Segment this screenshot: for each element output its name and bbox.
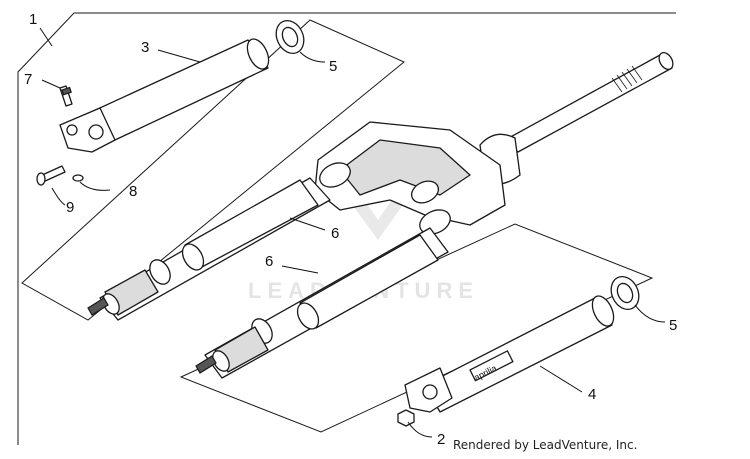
callout-6-upper: 6 bbox=[331, 225, 339, 242]
fork-tube-upper bbox=[87, 177, 331, 321]
callout-4: 4 bbox=[588, 386, 596, 403]
fork-tube-lower bbox=[195, 227, 449, 379]
fork-crown bbox=[314, 121, 506, 235]
fork-slider-upper bbox=[59, 38, 270, 153]
callout-7: 7 bbox=[24, 71, 32, 88]
bolt-7 bbox=[59, 85, 73, 107]
nut-2 bbox=[397, 409, 415, 427]
upper-panel-frame bbox=[21, 19, 405, 321]
callout-2: 2 bbox=[437, 431, 445, 448]
fork-slider-lower: aprilia bbox=[404, 295, 615, 413]
assembly-frame bbox=[17, 12, 676, 445]
seal-ring-lower bbox=[610, 275, 640, 311]
steering-stem bbox=[479, 51, 674, 185]
callout-1: 1 bbox=[29, 11, 37, 28]
callout-8: 8 bbox=[129, 183, 137, 200]
render-credit: Rendered by LeadVenture, Inc. bbox=[453, 438, 638, 452]
callouts: 1 3 5 7 8 9 6 6 5 4 2 bbox=[24, 11, 677, 448]
callout-5-lower: 5 bbox=[669, 317, 677, 334]
callout-5-upper: 5 bbox=[329, 58, 337, 75]
callout-9: 9 bbox=[66, 199, 74, 216]
leader-lines bbox=[41, 49, 666, 438]
seal-ring-upper bbox=[275, 19, 305, 55]
callout-3: 3 bbox=[141, 39, 149, 56]
bolt-9 bbox=[36, 165, 66, 186]
callout-6-lower: 6 bbox=[265, 253, 273, 270]
washer-8 bbox=[72, 174, 84, 182]
